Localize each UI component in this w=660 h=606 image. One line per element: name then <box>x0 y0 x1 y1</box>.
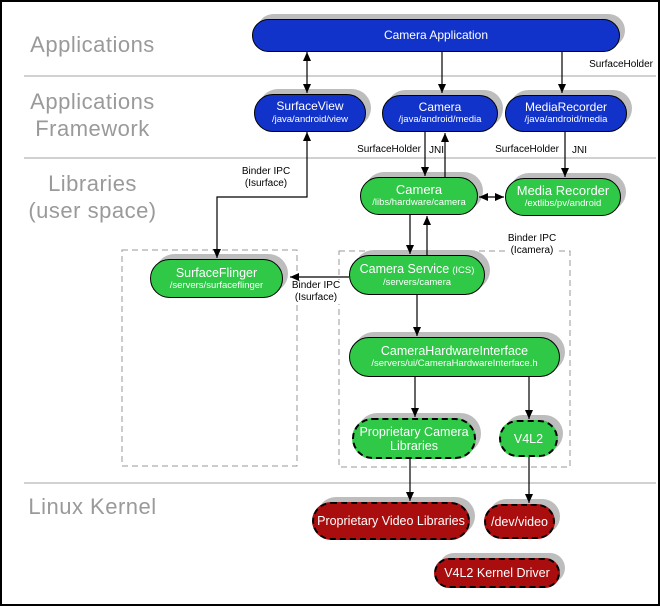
node-subtitle: /java/android/media <box>398 114 482 126</box>
node-proprietary-camera-libraries: Proprietary Camera Libraries <box>352 418 476 459</box>
node-title-text: CameraHardwareInterface <box>380 344 529 359</box>
node-surfaceflinger: SurfaceFlinger/servers/surfaceflinger <box>150 259 283 298</box>
edge-label-line: Binder IPC <box>241 166 291 177</box>
edge-label-line: JNI <box>429 145 444 156</box>
node-title: Proprietary Video Libraries <box>317 514 465 528</box>
edge-label-jni-mediarecorder: JNI <box>572 145 587 157</box>
layer-label-line: Linux Kernel <box>28 494 157 519</box>
node-title-text: Media Recorder <box>516 182 610 198</box>
node-title: MediaRecorder <box>524 99 608 114</box>
layer-label-line: Applications <box>30 89 155 114</box>
node-subtitle: /servers/camera <box>382 276 452 288</box>
node-title-text: Camera <box>395 181 443 197</box>
layer-label-libraries-user-space: Libraries(user space) <box>10 171 175 225</box>
edge-label-jni-camera: JNI <box>429 145 444 157</box>
node-v4l2-kernel-driver: V4L2 Kernel Driver <box>434 558 560 588</box>
edge-label-line: (Isurface) <box>244 177 288 189</box>
node-title-text: /dev/video <box>491 514 548 529</box>
node-title: Media Recorder <box>516 182 610 199</box>
edge-label-binder-ipc-icamera: Binder IPC(Icamera) <box>505 233 559 257</box>
node-camera-application: Camera Application <box>252 19 620 52</box>
layer-label-line: (user space) <box>28 197 157 223</box>
node-title: Proprietary Camera Libraries <box>354 425 474 453</box>
node-title: /dev/video <box>491 515 548 529</box>
edge-label-surfaceholder-top-right: SurfaceHolder <box>589 59 653 71</box>
node-dev-video: /dev/video <box>484 504 555 539</box>
layer-label-line: Applications <box>30 32 155 57</box>
edge-label-line: JNI <box>572 145 587 156</box>
node-title: Camera Application <box>383 27 489 42</box>
node-title: Camera <box>395 181 443 198</box>
node-title: V4L2 <box>514 432 543 446</box>
node-title: SurfaceView <box>276 100 343 113</box>
node-proprietary-video-libraries: Proprietary Video Libraries <box>312 502 470 540</box>
node-title-text: Proprietary Camera Libraries <box>359 424 469 453</box>
node-title-text: Proprietary Video Libraries <box>317 514 465 528</box>
edge-label-line: SurfaceHolder <box>495 144 559 155</box>
layer-label-line: Framework <box>35 115 150 141</box>
edge-label-binder-ipc-isurface-lower: Binder IPC(Isurface) <box>289 280 343 304</box>
edge-label-line: (Isurface) <box>294 291 338 303</box>
edge-label-line: SurfaceHolder <box>357 144 421 155</box>
node-media-recorder-lib: Media Recorder/extlibs/pv/android <box>505 178 621 216</box>
node-title: Camera Service(ICS) <box>360 262 475 277</box>
node-title-text: V4L2 <box>513 431 544 446</box>
edge-label-binder-ipc-isurface-upper: Binder IPC(Isurface) <box>242 166 290 190</box>
node-subtitle: /libs/hardware/camera <box>372 197 466 209</box>
node-mediarecorder-java: MediaRecorder/java/android/media <box>505 95 627 132</box>
node-title: Camera <box>418 99 462 114</box>
node-title-suffix: (ICS) <box>452 264 475 276</box>
layer-label-linux-kernel: Linux Kernel <box>10 494 175 521</box>
edge-label-surfaceholder-camera: SurfaceHolder <box>357 144 421 156</box>
node-title-text: Camera Service <box>359 261 450 276</box>
node-v4l2: V4L2 <box>499 420 558 457</box>
layer-label-line: Libraries <box>48 171 137 196</box>
node-title-text: Camera Application <box>383 27 489 42</box>
node-title: CameraHardwareInterface <box>381 344 528 358</box>
edge-label-line: SurfaceHolder <box>589 59 653 70</box>
node-title-text: SurfaceView <box>276 99 344 114</box>
node-title-text: Camera <box>418 99 462 114</box>
node-camera-service: Camera Service(ICS)/servers/camera <box>349 255 485 295</box>
layer-label-applications: Applications <box>10 32 175 59</box>
node-subtitle: /java/android/view <box>271 113 349 125</box>
node-camera-hardware-interface: CameraHardwareInterface/servers/ui/Camer… <box>349 337 560 377</box>
node-subtitle: /servers/ui/CameraHardwareInterface.h <box>371 358 538 370</box>
edge-label-line: Binder IPC <box>291 280 341 291</box>
edge-surfaceview-surfaceflinger <box>213 132 311 258</box>
node-camera-java: Camera/java/android/media <box>382 95 498 132</box>
edge-label-line: (Icamera) <box>510 244 554 256</box>
node-title: V4L2 Kernel Driver <box>444 566 550 580</box>
edge-label-line: Binder IPC <box>507 233 557 244</box>
node-title-text: SurfaceFlinger <box>175 265 258 280</box>
node-title: SurfaceFlinger <box>176 266 257 280</box>
node-surfaceview: SurfaceView/java/android/view <box>254 94 366 132</box>
node-title-text: V4L2 Kernel Driver <box>444 566 550 580</box>
node-camera-lib: Camera/libs/hardware/camera <box>360 177 478 215</box>
node-title-text: MediaRecorder <box>524 99 608 114</box>
node-subtitle: /extlibs/pv/android <box>524 198 602 210</box>
node-subtitle: /java/android/media <box>524 114 608 126</box>
node-subtitle: /servers/surfaceflinger <box>169 279 264 291</box>
edge-label-surfaceholder-mediarecorder: SurfaceHolder <box>495 144 559 156</box>
